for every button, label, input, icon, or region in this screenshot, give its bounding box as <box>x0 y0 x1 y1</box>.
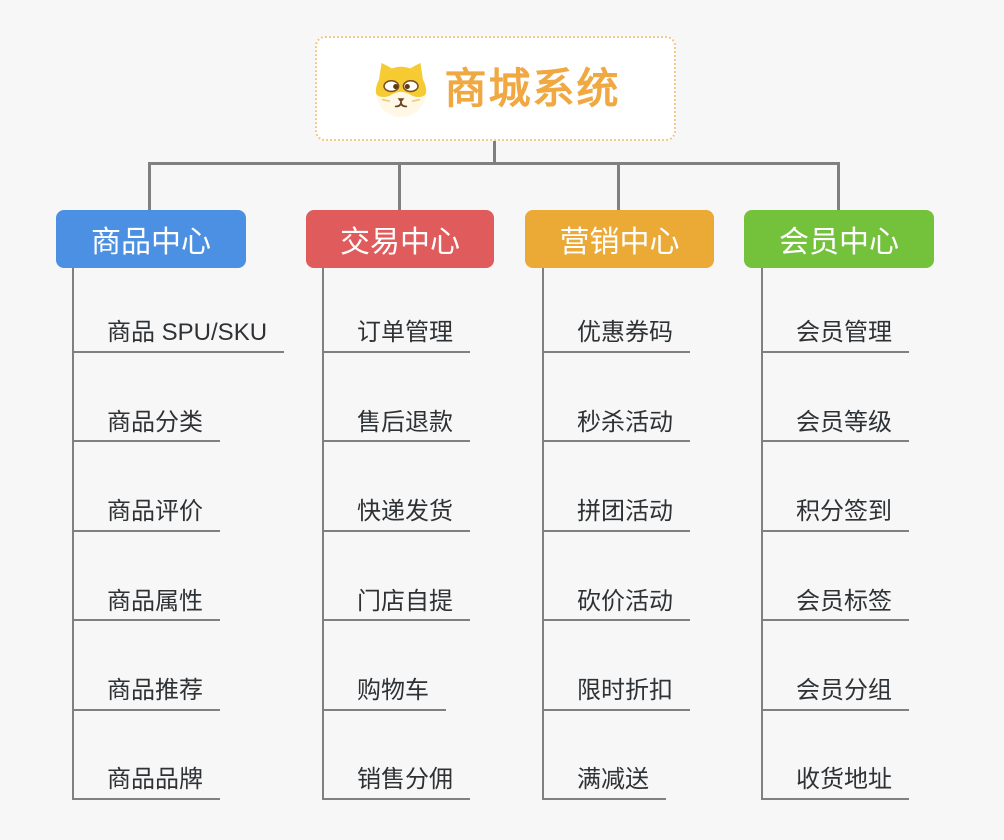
dog-face-icon <box>370 58 432 120</box>
leaf-node[interactable]: 销售分佣 <box>324 711 470 800</box>
branch-node-member-center[interactable]: 会员中心 <box>744 210 934 268</box>
leaf-node[interactable]: 拼团活动 <box>544 442 690 532</box>
leaf-node[interactable]: 商品评价 <box>74 442 220 532</box>
leaf-node[interactable]: 砍价活动 <box>544 532 690 622</box>
leaf-node[interactable]: 商品属性 <box>74 532 220 622</box>
root-title: 商城系统 <box>444 64 621 112</box>
leaf-node[interactable]: 满减送 <box>544 711 666 800</box>
connector-drop-marketing <box>617 164 620 210</box>
leaf-node[interactable]: 快递发货 <box>324 442 470 532</box>
branch-label: 商品中心 <box>91 226 211 259</box>
leaf-node[interactable]: 订单管理 <box>324 268 470 353</box>
children-trade-center: 订单管理 售后退款 快递发货 门店自提 购物车 销售分佣 <box>322 268 470 800</box>
children-member-center: 会员管理 会员等级 积分签到 会员标签 会员分组 收货地址 <box>761 268 909 800</box>
leaf-node[interactable]: 会员分组 <box>763 621 909 711</box>
children-marketing-center: 优惠券码 秒杀活动 拼团活动 砍价活动 限时折扣 满减送 <box>542 268 690 800</box>
leaf-node[interactable]: 限时折扣 <box>544 621 690 711</box>
children-product-center: 商品 SPU/SKU 商品分类 商品评价 商品属性 商品推荐 商品品牌 <box>72 268 285 800</box>
leaf-node[interactable]: 会员管理 <box>763 268 909 353</box>
connector-drop-product <box>148 164 151 210</box>
root-node[interactable]: 商城系统 <box>315 36 676 141</box>
leaf-node[interactable]: 门店自提 <box>324 532 470 622</box>
leaf-node[interactable]: 商品推荐 <box>74 621 220 711</box>
connector-drop-trade <box>398 164 401 210</box>
leaf-node[interactable]: 售后退款 <box>324 353 470 443</box>
branch-label: 会员中心 <box>779 226 899 259</box>
leaf-node[interactable]: 积分签到 <box>763 442 909 532</box>
leaf-node[interactable]: 商品分类 <box>74 353 220 443</box>
leaf-node[interactable]: 秒杀活动 <box>544 353 690 443</box>
leaf-node[interactable]: 商品 SPU/SKU <box>74 268 285 353</box>
connector-root-trunk <box>493 141 496 164</box>
branch-label: 交易中心 <box>340 226 460 259</box>
branch-node-trade-center[interactable]: 交易中心 <box>306 210 494 268</box>
leaf-node[interactable]: 商品品牌 <box>74 711 220 800</box>
leaf-node[interactable]: 会员等级 <box>763 353 909 443</box>
branch-label: 营销中心 <box>559 226 680 259</box>
leaf-node[interactable]: 优惠券码 <box>544 268 690 353</box>
connector-drop-member <box>837 164 840 210</box>
branch-node-marketing-center[interactable]: 营销中心 <box>525 210 714 268</box>
leaf-node[interactable]: 购物车 <box>324 621 446 711</box>
leaf-node[interactable]: 会员标签 <box>763 532 909 622</box>
connector-bus <box>148 162 840 165</box>
branch-node-product-center[interactable]: 商品中心 <box>56 210 246 268</box>
leaf-node[interactable]: 收货地址 <box>763 711 909 800</box>
